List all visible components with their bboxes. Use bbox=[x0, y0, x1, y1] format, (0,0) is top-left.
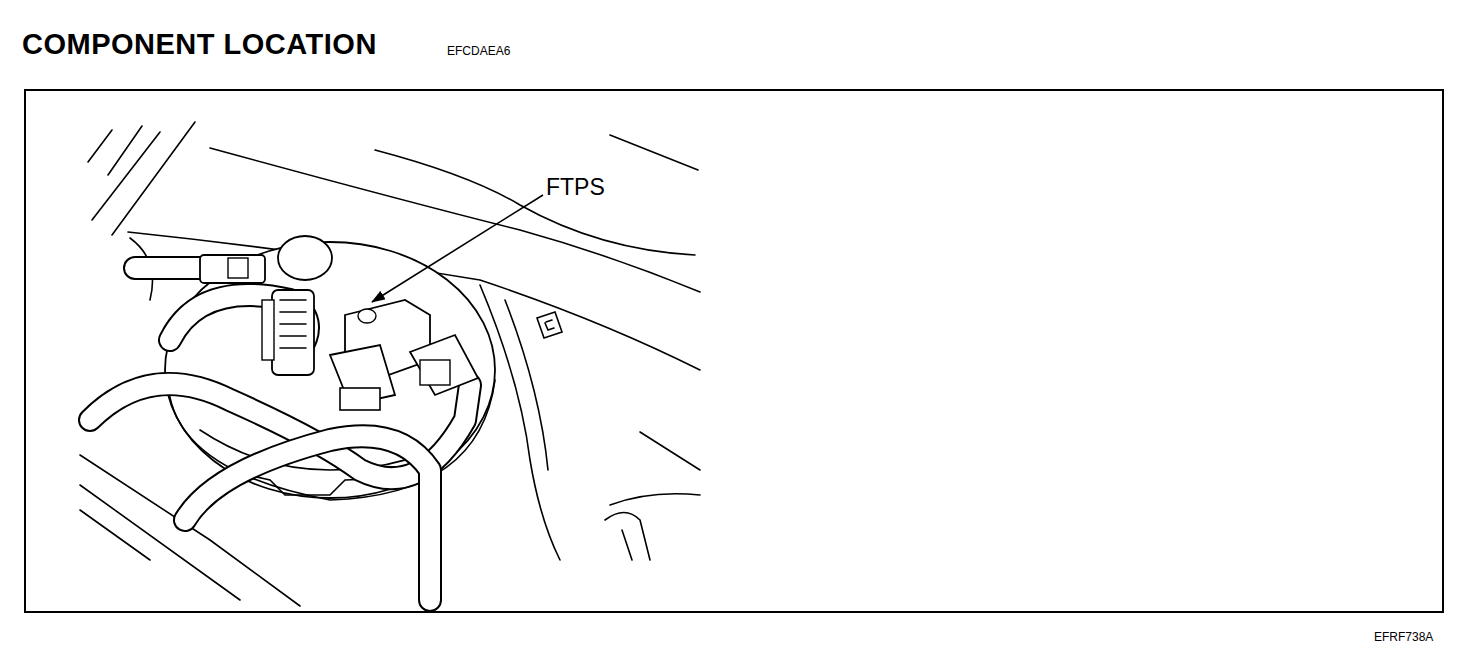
callout-label: FTPS bbox=[546, 176, 605, 199]
fuel-pump-drawing bbox=[80, 122, 700, 606]
section-code: EFCDAEA6 bbox=[447, 45, 510, 57]
page-title: COMPONENT LOCATION bbox=[22, 30, 377, 59]
frame bbox=[25, 90, 1443, 612]
leader-line bbox=[372, 195, 543, 302]
figure-code: EFRF738A bbox=[1374, 631, 1433, 643]
